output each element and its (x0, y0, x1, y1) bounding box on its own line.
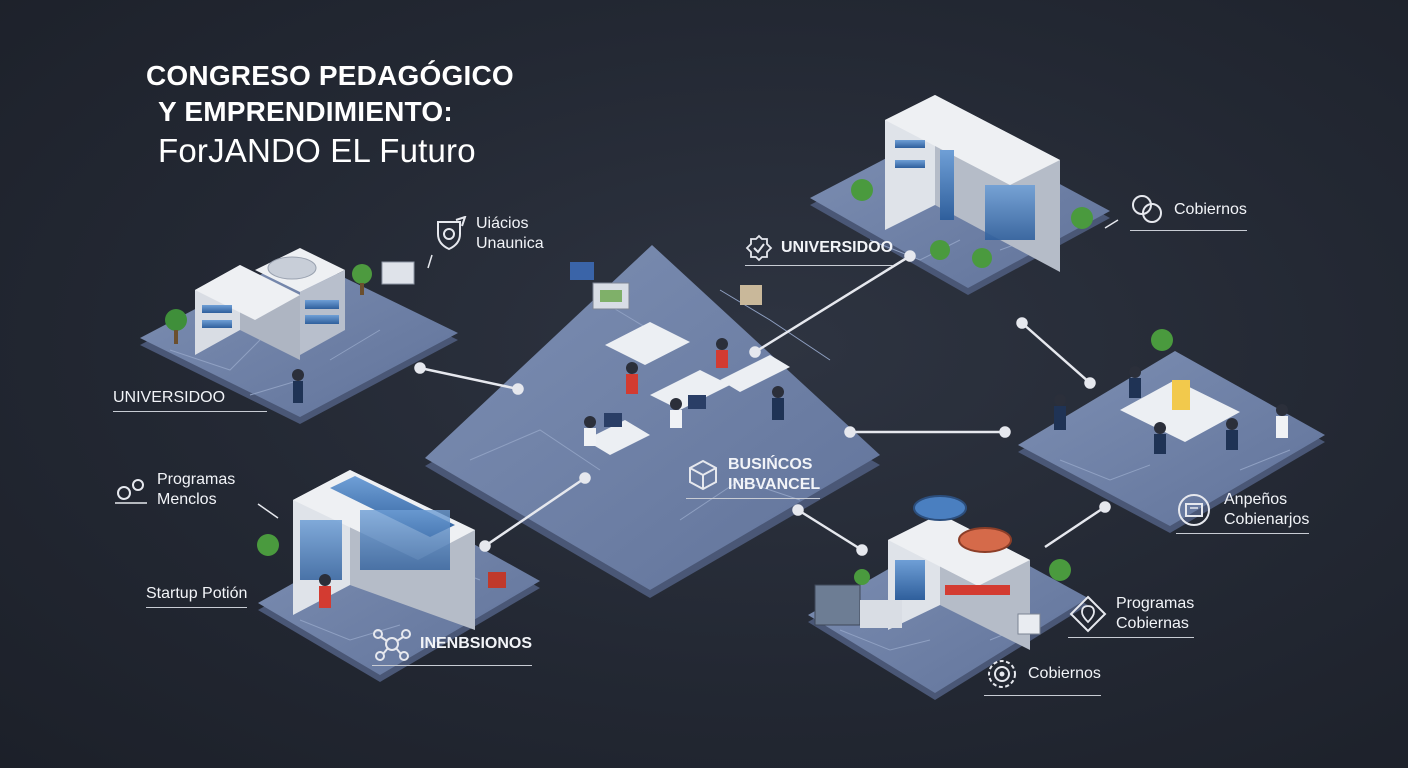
label-gobiernos-bottom-text: Cobiernos (1028, 665, 1101, 682)
label-startup-text: Startup Potión (146, 585, 248, 602)
rings-icon (1132, 195, 1162, 223)
label-uniacks: Uiácios Unaunica (432, 214, 544, 257)
label-programas-right-line-2: Cobiernas (1116, 615, 1189, 632)
platform-office-right (1018, 351, 1325, 533)
label-business-line-2: INBVANCEL (728, 476, 821, 493)
label-inversiones: INENBSIONOS (372, 626, 533, 666)
label-anpenos: Anpeños Cobienarjos (1176, 490, 1310, 534)
page-title: CONGRESO PEDAGÓGICO Y EMPRENDIMIENTO: Fo… (146, 58, 514, 172)
label-programas-left-line-2: Menclos (157, 491, 217, 508)
label-gobiernos-bottom: Cobiernos (984, 656, 1101, 696)
label-gobiernos-top: Cobiernos (1130, 193, 1247, 231)
platform-central-hub (425, 245, 880, 598)
label-business-line-1: BUSIŃCOS (728, 456, 813, 473)
university-building (165, 248, 415, 403)
label-gobiernos-top-text: Cobiernos (1174, 201, 1247, 218)
label-uniacks-line-1: Uiácios (476, 215, 529, 232)
title-line-1: CONGRESO PEDAGÓGICO (146, 60, 514, 91)
label-programas-left-line-1: Programas (157, 471, 236, 488)
label-universidoo-top: UNIVERSIDOO (745, 234, 894, 266)
startup-building (257, 470, 506, 630)
label-programas-left: Programas Menclos (113, 470, 235, 513)
label-uniacks-line-2: Unaunica (476, 235, 544, 252)
diamond-pin-icon (1069, 595, 1107, 633)
network-icon (373, 629, 411, 661)
label-anpenos-line-2: Cobienarjos (1224, 511, 1310, 528)
office-meeting-area (1054, 329, 1288, 454)
government-building (851, 95, 1093, 272)
title-line-2: Y EMPRENDIMIENTO: (158, 95, 453, 127)
gears-icon (115, 479, 147, 504)
coworking-area (570, 262, 790, 455)
label-startup: Startup Potión (146, 584, 248, 608)
cube-icon (689, 459, 717, 491)
label-business: BUSIŃCOS INBVANCEL (686, 455, 821, 499)
label-anpenos-line-1: Anpeños (1224, 491, 1288, 508)
rocket-shield-icon (437, 216, 467, 251)
connector-lines (257, 219, 1119, 556)
label-universidoo-top-text: UNIVERSIDOO (781, 239, 894, 256)
business-building (814, 495, 1071, 650)
gear-icon (988, 660, 1016, 688)
label-universidoo-left-text: UNIVERSIDOO (113, 389, 226, 406)
label-universidoo-left: UNIVERSIDOO (113, 388, 268, 412)
label-programas-right: Programas Cobiernas (1068, 594, 1195, 638)
label-programas-right-line-1: Programas (1116, 595, 1195, 612)
label-inversiones-text: INENBSIONOS (420, 635, 533, 652)
building-icon (1178, 494, 1210, 526)
badge-check-icon (745, 234, 773, 262)
title-line-3: ForJANDO EL Futuro (158, 131, 476, 169)
